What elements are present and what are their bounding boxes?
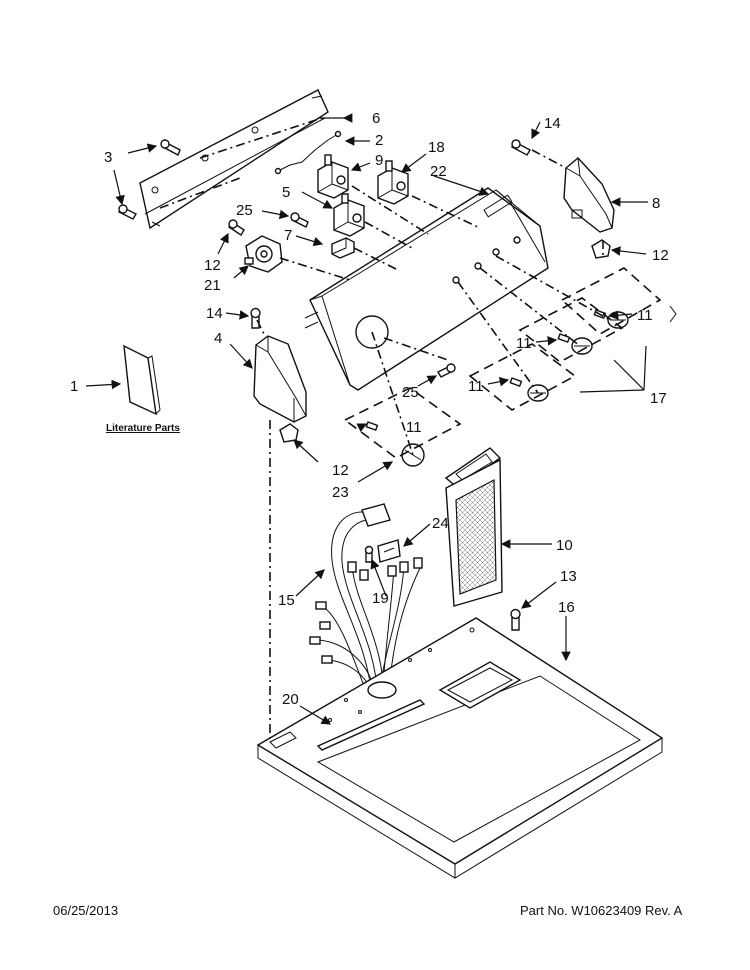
label-23: 23 xyxy=(332,484,349,501)
literature-part-1 xyxy=(123,344,161,416)
label-19: 19 xyxy=(372,590,389,607)
screw-part-3-lower xyxy=(118,204,137,220)
end-cap-part-8 xyxy=(563,157,615,233)
label-21: 21 xyxy=(204,277,221,294)
clip-part-12-left xyxy=(279,423,299,443)
label-24: 24 xyxy=(432,515,449,532)
bracket-part-24 xyxy=(377,539,401,563)
clip-part-12-right xyxy=(591,239,611,259)
clip-part-11-c xyxy=(509,377,523,388)
label-1: 1 xyxy=(70,378,78,395)
label-15: 15 xyxy=(278,592,295,609)
wire-harness-part-15 xyxy=(309,503,423,701)
alignment-lines xyxy=(159,117,611,740)
rear-bracket-part-6 xyxy=(139,89,329,230)
lint-screen-part-10 xyxy=(444,447,503,607)
label-25-upper: 25 xyxy=(236,202,253,219)
label-4: 4 xyxy=(214,330,222,347)
label-13: 13 xyxy=(560,568,577,585)
knob-part-23 xyxy=(401,443,425,467)
gasket-strip-part-20 xyxy=(316,699,426,751)
label-11-a: 11 xyxy=(637,307,653,324)
clip-part-7 xyxy=(331,237,355,259)
knob-kit-outline-17 xyxy=(343,267,662,459)
label-12-right: 12 xyxy=(652,247,669,264)
screw-part-14-left xyxy=(250,307,261,329)
switch-part-5 xyxy=(333,193,365,237)
label-20: 20 xyxy=(282,691,299,708)
screw-part-14-right xyxy=(511,139,531,156)
label-11-b: 11 xyxy=(516,335,532,352)
clip-part-11-d xyxy=(365,421,379,432)
label-11-c: 11 xyxy=(468,378,484,395)
leader-lines xyxy=(85,113,677,725)
switch-part-18 xyxy=(377,160,409,205)
label-2: 2 xyxy=(375,132,383,149)
label-8: 8 xyxy=(652,195,660,212)
label-6: 6 xyxy=(372,110,380,127)
label-10: 10 xyxy=(556,537,573,554)
clip-part-11-b xyxy=(557,333,571,344)
label-25-lower: 25 xyxy=(402,384,419,401)
footer-part-number: Part No. W10623409 Rev. A xyxy=(520,903,683,918)
label-14-left: 14 xyxy=(206,305,223,322)
label-22: 22 xyxy=(430,163,447,180)
label-12-upper-left: 12 xyxy=(204,257,221,274)
timer-part-21 xyxy=(244,235,283,273)
label-9: 9 xyxy=(375,152,383,169)
label-7: 7 xyxy=(284,227,292,244)
screw-part-19 xyxy=(364,545,374,563)
literature-parts-label: Literature Parts xyxy=(106,423,180,434)
footer-date: 06/25/2013 xyxy=(53,903,119,918)
knob-part-11-b xyxy=(571,337,593,355)
label-5: 5 xyxy=(282,184,290,201)
screw-part-3-upper xyxy=(160,139,181,156)
label-11-d: 11 xyxy=(406,419,422,436)
label-14-right: 14 xyxy=(544,115,561,132)
label-16: 16 xyxy=(558,599,575,616)
part-number-labels: 6 2 3 9 18 22 5 25 7 12 21 14 4 1 Litera… xyxy=(70,110,669,708)
label-17: 17 xyxy=(650,390,667,407)
wire-part-2 xyxy=(274,130,342,175)
label-12-lower: 12 xyxy=(332,462,349,479)
top-panel-part-16 xyxy=(256,617,664,879)
label-18: 18 xyxy=(428,139,445,156)
label-3: 3 xyxy=(104,149,112,166)
screw-part-12-upper-left xyxy=(228,219,245,236)
switch-part-9 xyxy=(317,154,349,199)
screw-part-25-upper xyxy=(290,212,309,228)
screw-part-13 xyxy=(510,608,521,631)
screw-part-25-lower xyxy=(437,363,456,378)
end-cap-part-4 xyxy=(253,335,307,423)
